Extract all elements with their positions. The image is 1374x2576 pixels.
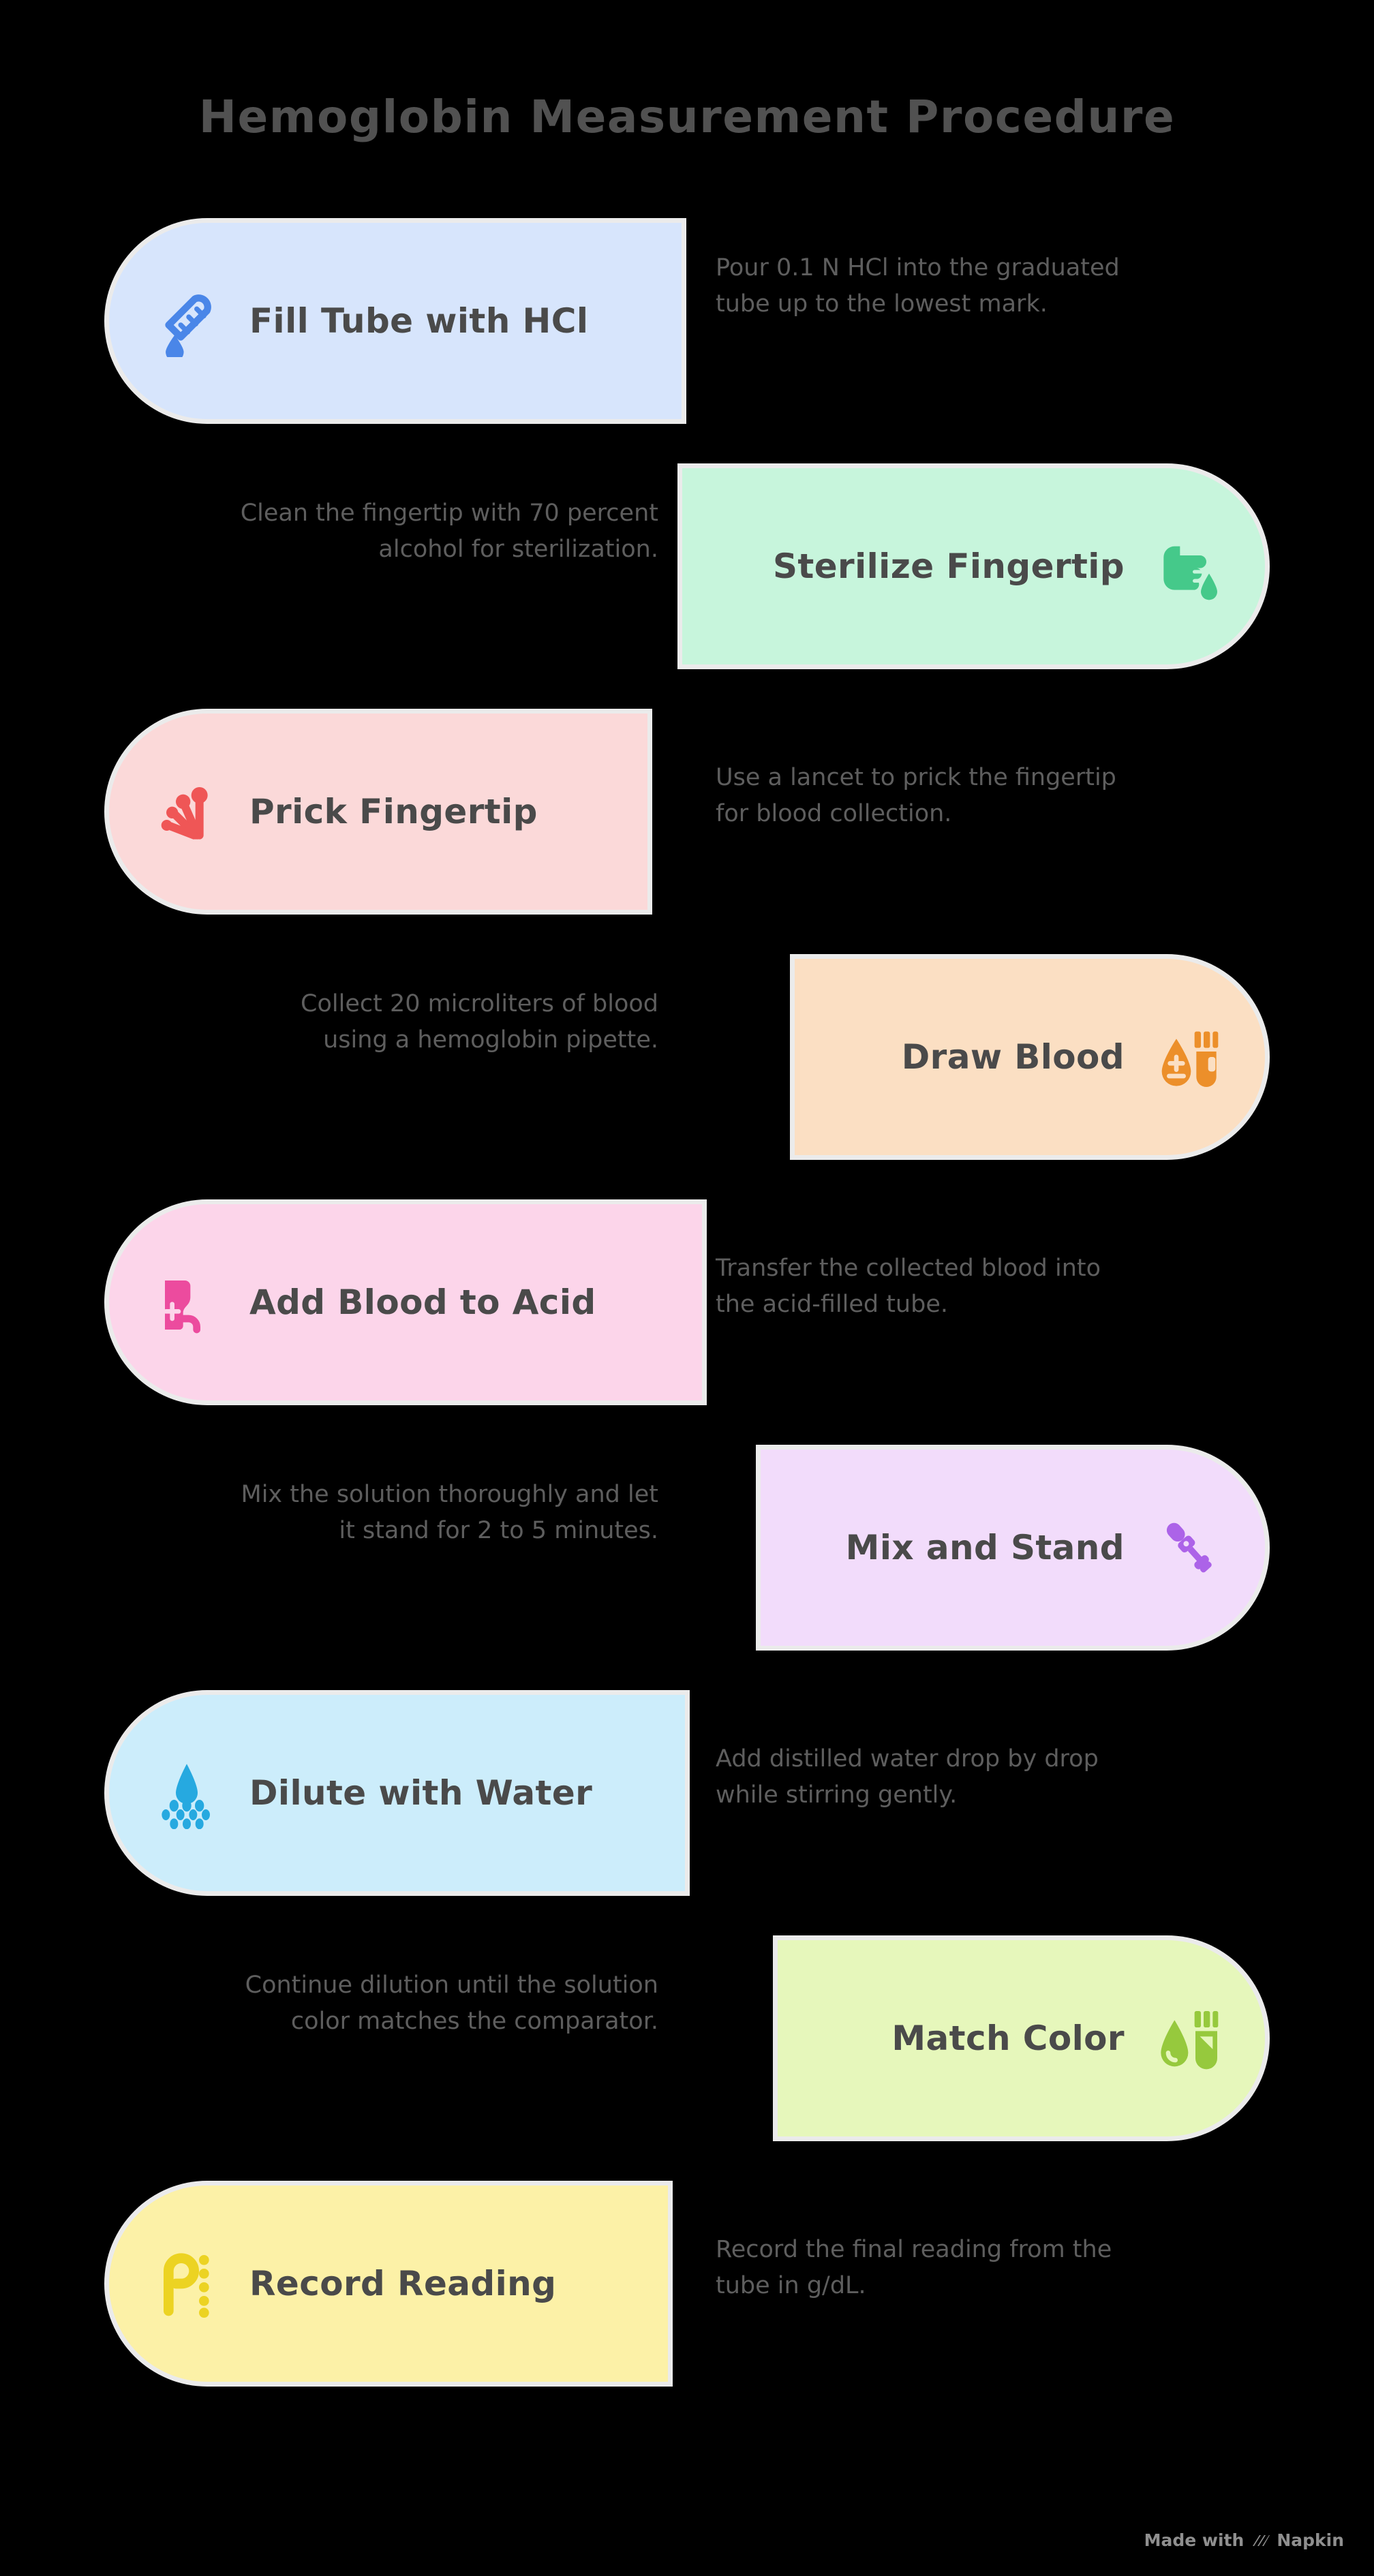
steps-list: Fill Tube with HCl Pour 0.1 N HCl into th…: [0, 211, 1374, 2419]
step-label: Draw Blood: [901, 1037, 1125, 1077]
step-label: Prick Fingertip: [249, 792, 538, 832]
step-row: Dilute with Water Add distilled water dro…: [0, 1683, 1374, 1928]
step-row: Sterilize Fingertip Clean the fingertip w…: [0, 456, 1374, 701]
step-card[interactable]: Sterilize Fingertip: [682, 468, 1265, 665]
water-droplets-icon: [154, 1755, 219, 1830]
page-title: Hemoglobin Measurement Procedure: [198, 91, 1176, 143]
blood-bag-icon: [154, 1265, 219, 1340]
step-label: Fill Tube with HCl: [249, 301, 589, 341]
blood-drop-tube-icon: [1155, 1019, 1220, 1094]
step-card[interactable]: Add Blood to Acid: [109, 1204, 702, 1401]
step-card[interactable]: Mix and Stand: [761, 1450, 1265, 1646]
step-description: Continue dilution until the solution col…: [245, 1972, 658, 2036]
step-description: Transfer the collected blood into the ac…: [716, 1255, 1101, 1319]
step-row: Record Reading Record the final reading f…: [0, 2173, 1374, 2419]
step-label: Add Blood to Acid: [249, 1283, 596, 1323]
napkin-brand-label: Napkin: [1277, 2530, 1344, 2550]
stirring-rod-icon: [1155, 1510, 1220, 1585]
step-description: Clean the fingertip with 70 percent alco…: [240, 500, 658, 564]
step-row: Prick Fingertip Use a lancet to prick the…: [0, 701, 1374, 947]
step-card[interactable]: Prick Fingertip: [109, 714, 647, 910]
pointing-finger-drop-icon: [1155, 529, 1220, 604]
step-label: Mix and Stand: [845, 1528, 1125, 1568]
step-label: Match Color: [891, 2019, 1125, 2059]
step-label: Record Reading: [249, 2264, 557, 2304]
step-row: Fill Tube with HCl Pour 0.1 N HCl into th…: [0, 211, 1374, 456]
record-reading-icon: [154, 2246, 219, 2321]
title-section: Hemoglobin Measurement Procedure: [0, 0, 1374, 144]
step-row: Draw Blood Collect 20 microliters of bloo…: [0, 947, 1374, 1192]
step-card[interactable]: Fill Tube with HCl: [109, 223, 682, 420]
napkin-logo-icon: [1251, 2532, 1270, 2549]
step-description: Pour 0.1 N HCl into the graduated tube u…: [716, 254, 1120, 318]
step-description: Mix the solution thoroughly and let it s…: [241, 1481, 659, 1545]
graduated-dropper-icon: [154, 283, 219, 358]
step-card[interactable]: Record Reading: [109, 2186, 668, 2382]
step-row: Add Blood to Acid Transfer the collected …: [0, 1192, 1374, 1437]
step-card[interactable]: Dilute with Water: [109, 1695, 685, 1892]
color-compare-tube-icon: [1155, 2001, 1220, 2076]
step-description: Collect 20 microliters of blood using a …: [301, 990, 658, 1054]
step-description: Record the final reading from the tube i…: [716, 2236, 1112, 2300]
made-with-label: Made with: [1144, 2530, 1245, 2550]
footer-watermark[interactable]: Made with Napkin: [1144, 2530, 1344, 2550]
step-description: Use a lancet to prick the fingertip for …: [716, 764, 1116, 828]
step-card[interactable]: Match Color: [778, 1940, 1265, 2137]
step-card[interactable]: Draw Blood: [795, 959, 1265, 1156]
step-description: Add distilled water drop by drop while s…: [716, 1745, 1099, 1809]
step-row: Match Color Continue dilution until the s…: [0, 1928, 1374, 2173]
step-label: Dilute with Water: [249, 1773, 593, 1813]
lancet-prick-icon: [154, 774, 219, 849]
step-row: Mix and Stand Mix the solution thoroughly…: [0, 1437, 1374, 1683]
step-label: Sterilize Fingertip: [773, 547, 1125, 587]
